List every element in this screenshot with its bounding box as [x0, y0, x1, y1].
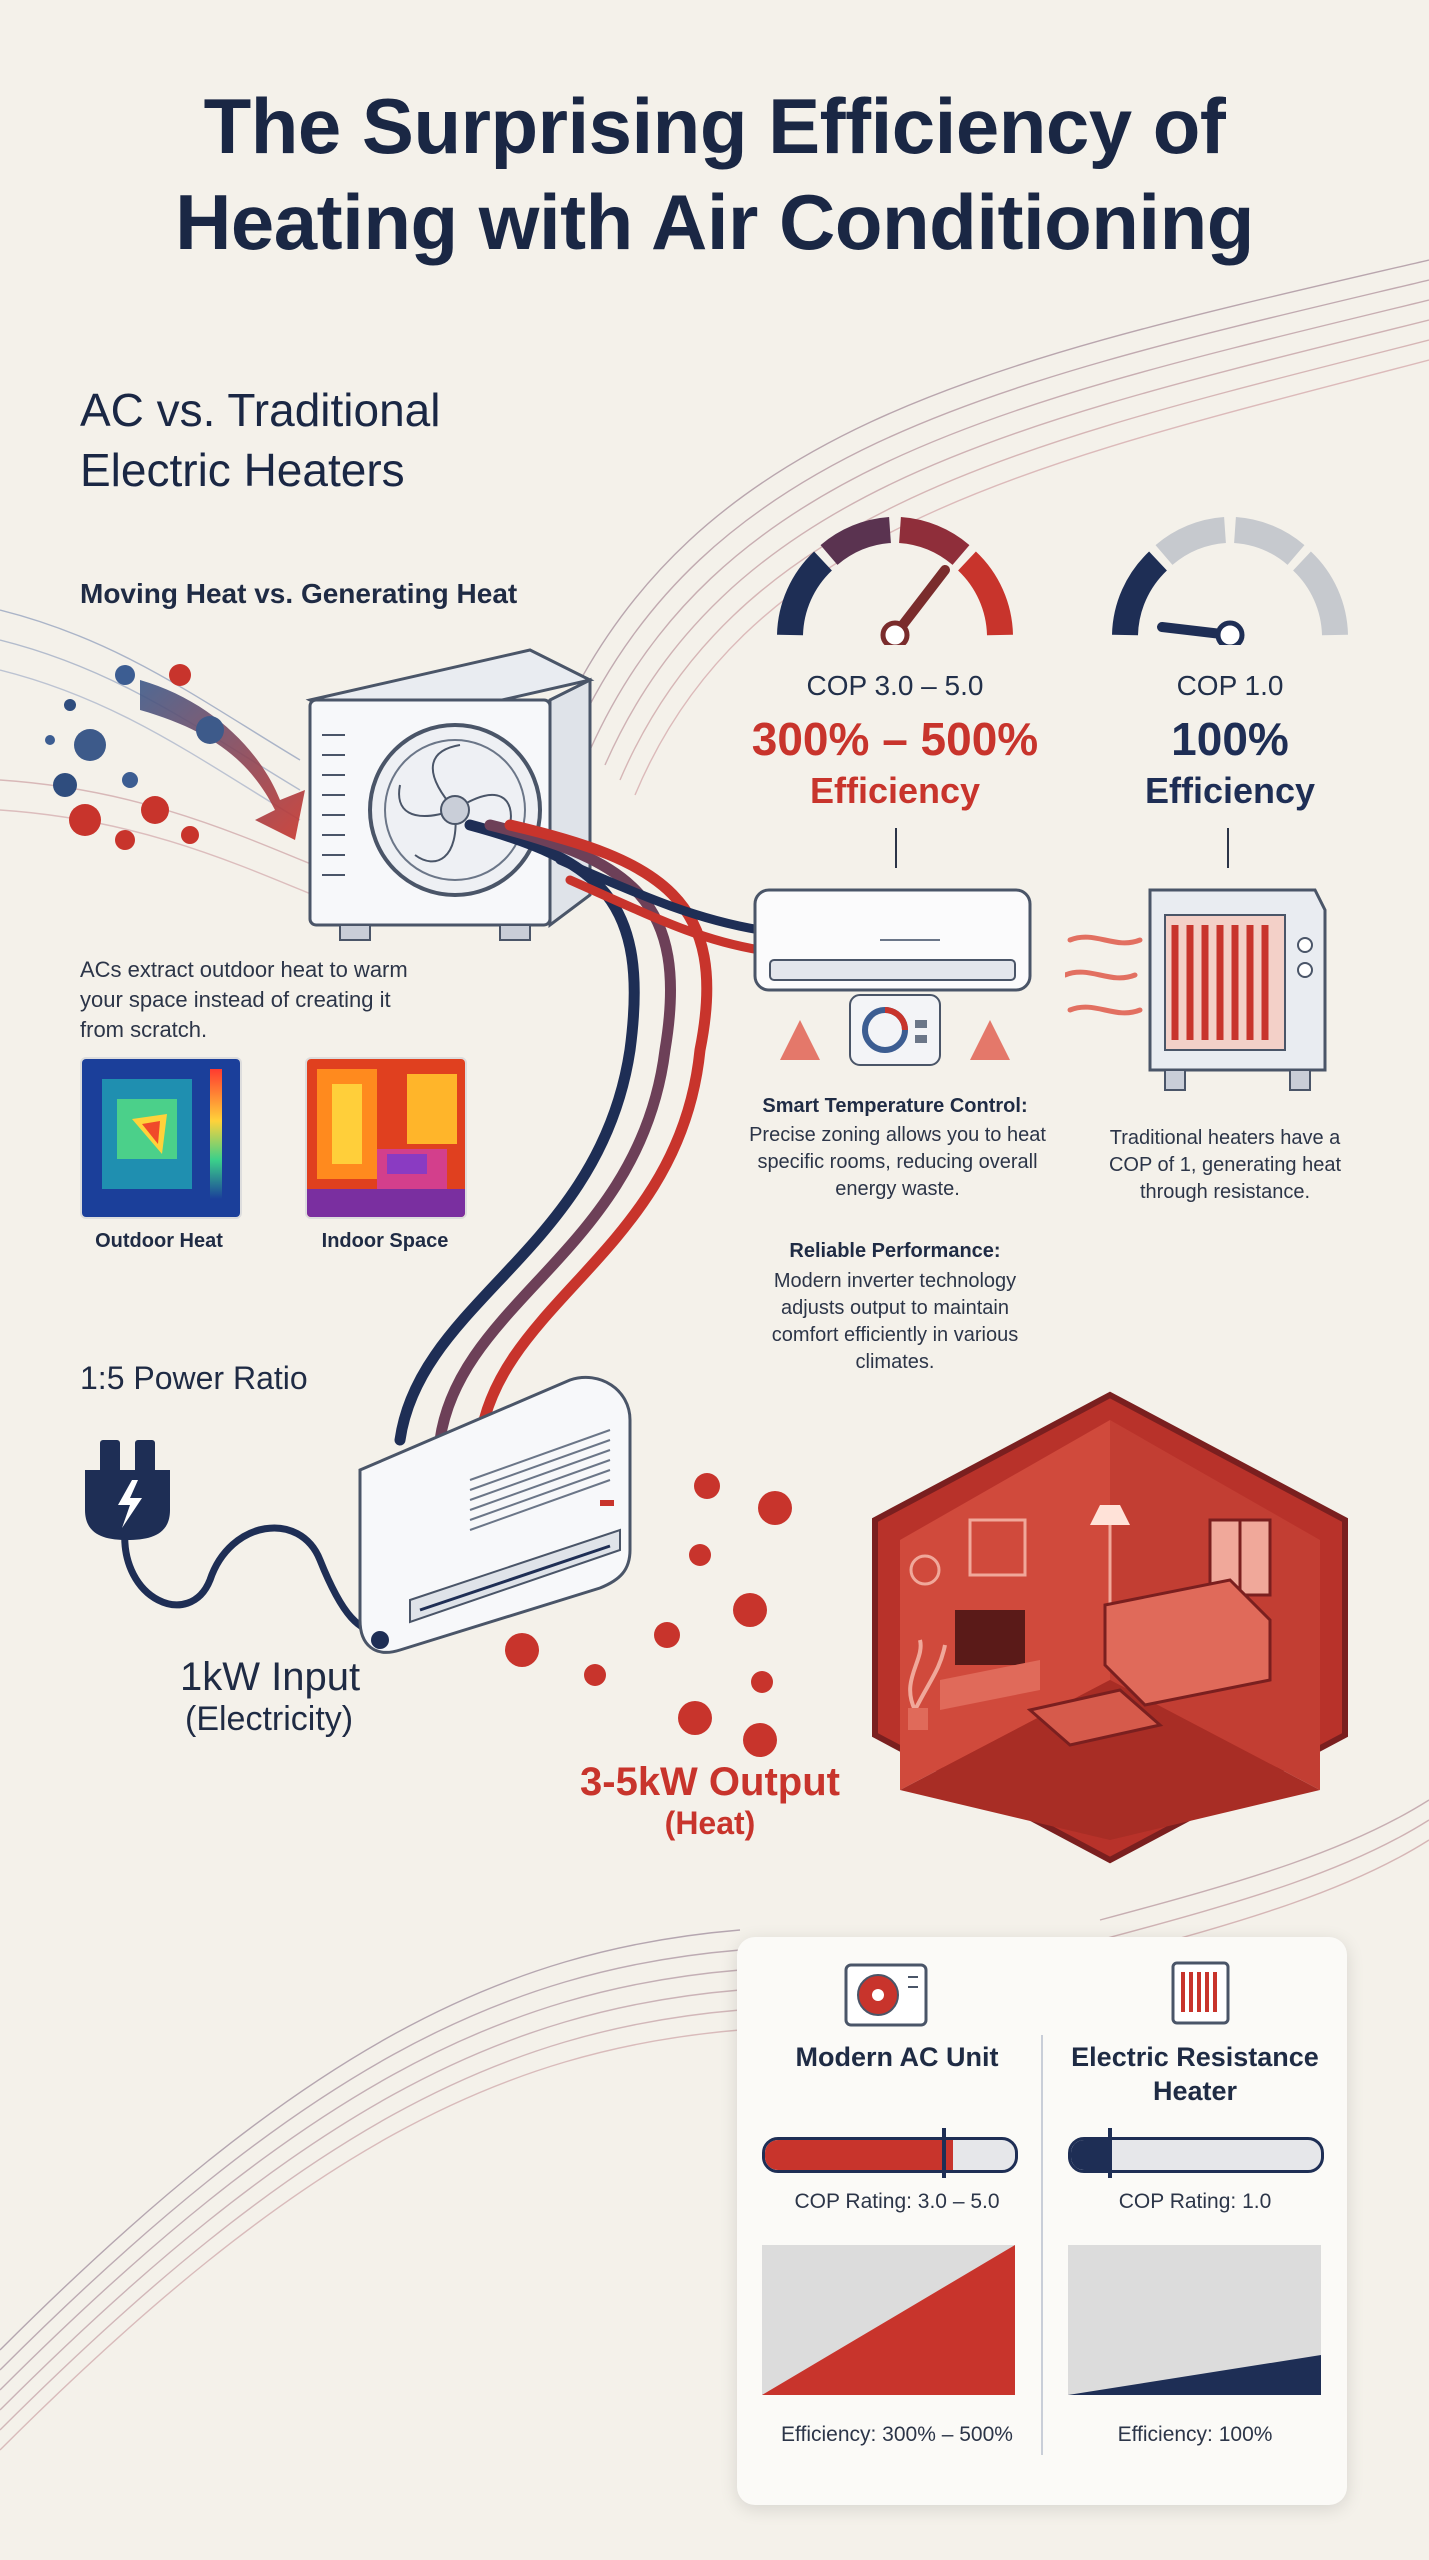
reliable-performance-title: Reliable Performance:: [789, 1240, 1001, 1262]
outdoor-ac-unit-icon: [305, 648, 595, 941]
heat-output-particles: [505, 1473, 792, 1757]
ac-connector-line: [895, 828, 897, 868]
ac-cop-bar-fill: [765, 2140, 953, 2170]
heater-efficiency-gauge-icon: [1112, 517, 1348, 645]
heater-connector-line: [1227, 828, 1229, 868]
refrigerant-pipes: [394, 819, 765, 1446]
heater-cop-bar-fill: [1071, 2140, 1109, 2170]
heater-description: Traditional heaters have a COP of 1, gen…: [1108, 1127, 1341, 1203]
power-plug-icon: [85, 1440, 390, 1636]
smart-control-title: Smart Temperature Control:: [762, 1095, 1028, 1117]
heat-particles-icon: [45, 664, 305, 850]
indoor-space-label: Indoor Space: [321, 1230, 449, 1252]
power-ratio-label: 1:5 Power Ratio: [80, 1360, 308, 1396]
ac-efficiency-label: Efficiency: [809, 770, 981, 811]
card-divider: [1041, 2035, 1043, 2455]
subheading: Moving Heat vs. Generating Heat: [80, 578, 518, 609]
heater-bar-marker: [1108, 2128, 1112, 2178]
heater-small-icon: [1171, 1961, 1230, 2025]
indoor-wall-unit-icon: [753, 888, 1032, 1066]
ac-card-title: Modern AC Unit: [795, 2042, 999, 2072]
ac-efficiency-gauge-icon: [777, 517, 1013, 645]
indoor-thermal-image: [305, 1057, 467, 1219]
output-label: 3-5kW Output (Heat): [580, 1760, 840, 1841]
input-label: 1kW Input (Electricity): [180, 1655, 361, 1738]
ac-efficiency-chart: [762, 2245, 1015, 2395]
heater-percent-label: 100%: [1171, 713, 1289, 765]
outdoor-thermal-image: [80, 1057, 242, 1219]
smart-control-text: Precise zoning allows you to heat specif…: [749, 1124, 1046, 1200]
ac-efficiency-text: Efficiency: 300% – 500%: [781, 2423, 1013, 2446]
heated-living-room-icon: [872, 1391, 1348, 1864]
heater-card-title: Electric Resistance Heater: [1071, 2042, 1319, 2106]
ac-bar-marker: [942, 2128, 946, 2178]
heater-cop-label: COP 1.0: [1176, 670, 1284, 701]
outdoor-heat-label: Outdoor Heat: [95, 1230, 223, 1252]
heater-cop-rating: COP Rating: 1.0: [1118, 2190, 1272, 2213]
wall-ac-unit-icon: [358, 1375, 632, 1654]
page-title: The Surprising Efficiency of Heating wit…: [175, 82, 1254, 266]
electric-heater-icon: [1065, 888, 1327, 1091]
ac-unit-small-icon: [844, 1963, 928, 2027]
ac-percent-label: 300% – 500%: [751, 713, 1039, 765]
section-heading: AC vs. Traditional Electric Heaters: [80, 384, 441, 496]
heater-efficiency-text: Efficiency: 100%: [1117, 2423, 1273, 2446]
ac-cop-rating: COP Rating: 3.0 – 5.0: [794, 2190, 1000, 2213]
ac-cop-label: COP 3.0 – 5.0: [806, 670, 984, 701]
reliable-performance-text: Modern inverter technology adjusts outpu…: [771, 1270, 1019, 1373]
heater-efficiency-chart: [1068, 2245, 1321, 2395]
heater-cop-bar: [1068, 2137, 1324, 2173]
heater-efficiency-label: Efficiency: [1144, 770, 1316, 811]
extract-description: ACs extract outdoor heat to warm your sp…: [80, 957, 408, 1042]
ac-cop-bar: [762, 2137, 1018, 2173]
